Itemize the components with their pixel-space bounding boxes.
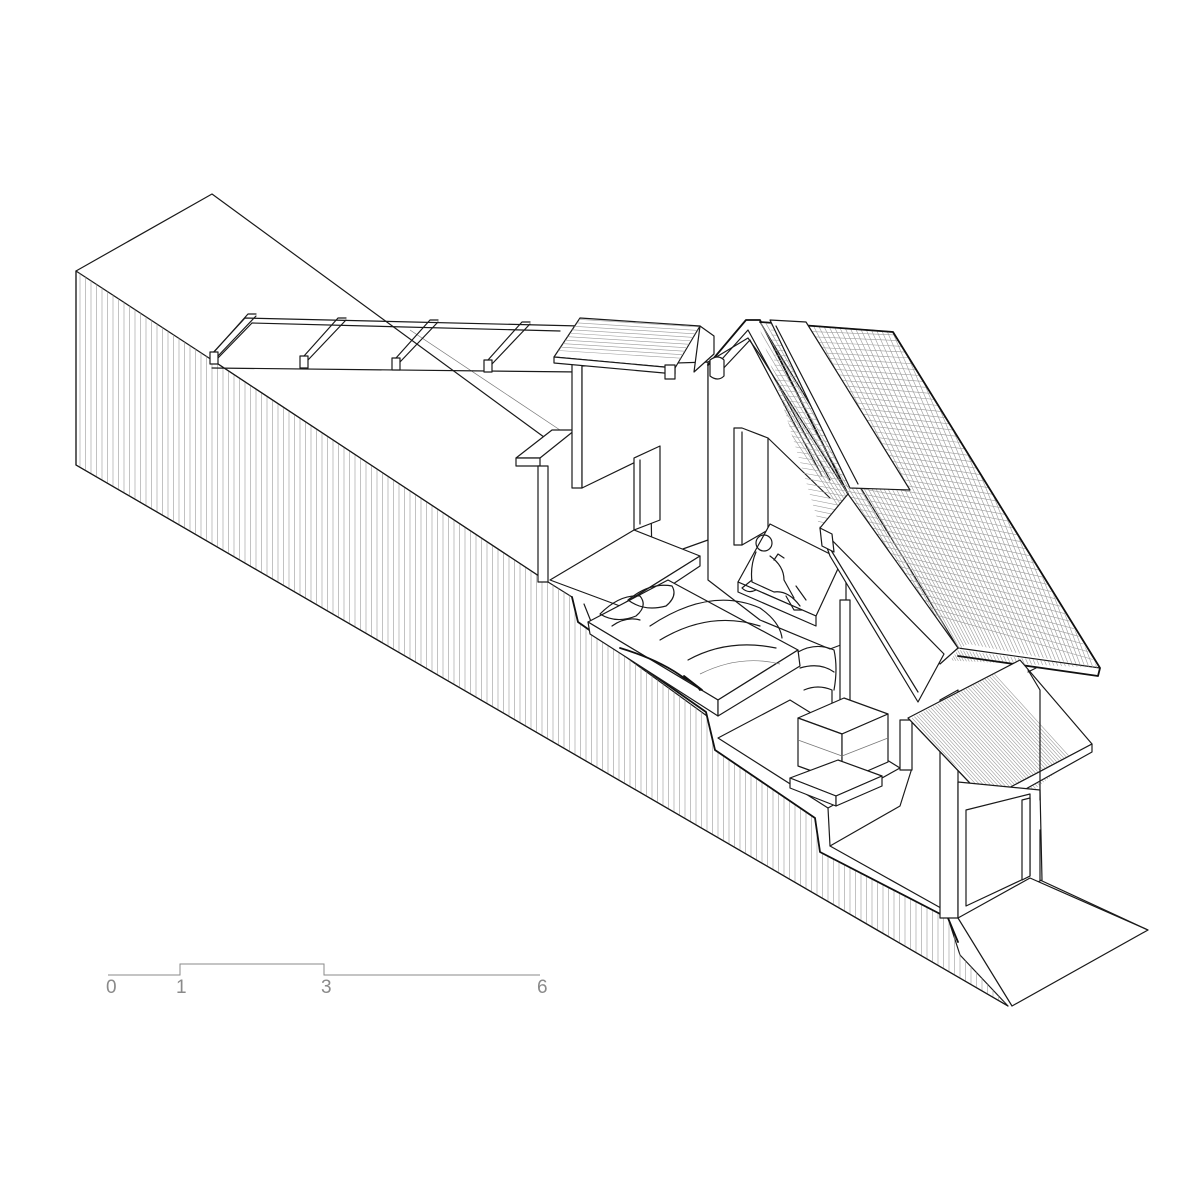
main-roof [758,319,1101,703]
wood-stove [789,599,889,807]
scale-tick-3: 3 [321,977,332,998]
chair [797,645,837,707]
scale-bar: 0 1 3 6 [106,963,548,998]
scale-tick-6: 6 [537,977,548,998]
seated-person [741,534,807,611]
scale-tick-1: 1 [176,977,187,998]
entry-wall [957,667,1149,1007]
left-canopy [515,429,576,467]
pergola-beams [209,313,581,373]
upper-left-canopy [553,317,725,380]
scale-tick-0: 0 [106,977,117,998]
bed [587,579,801,717]
